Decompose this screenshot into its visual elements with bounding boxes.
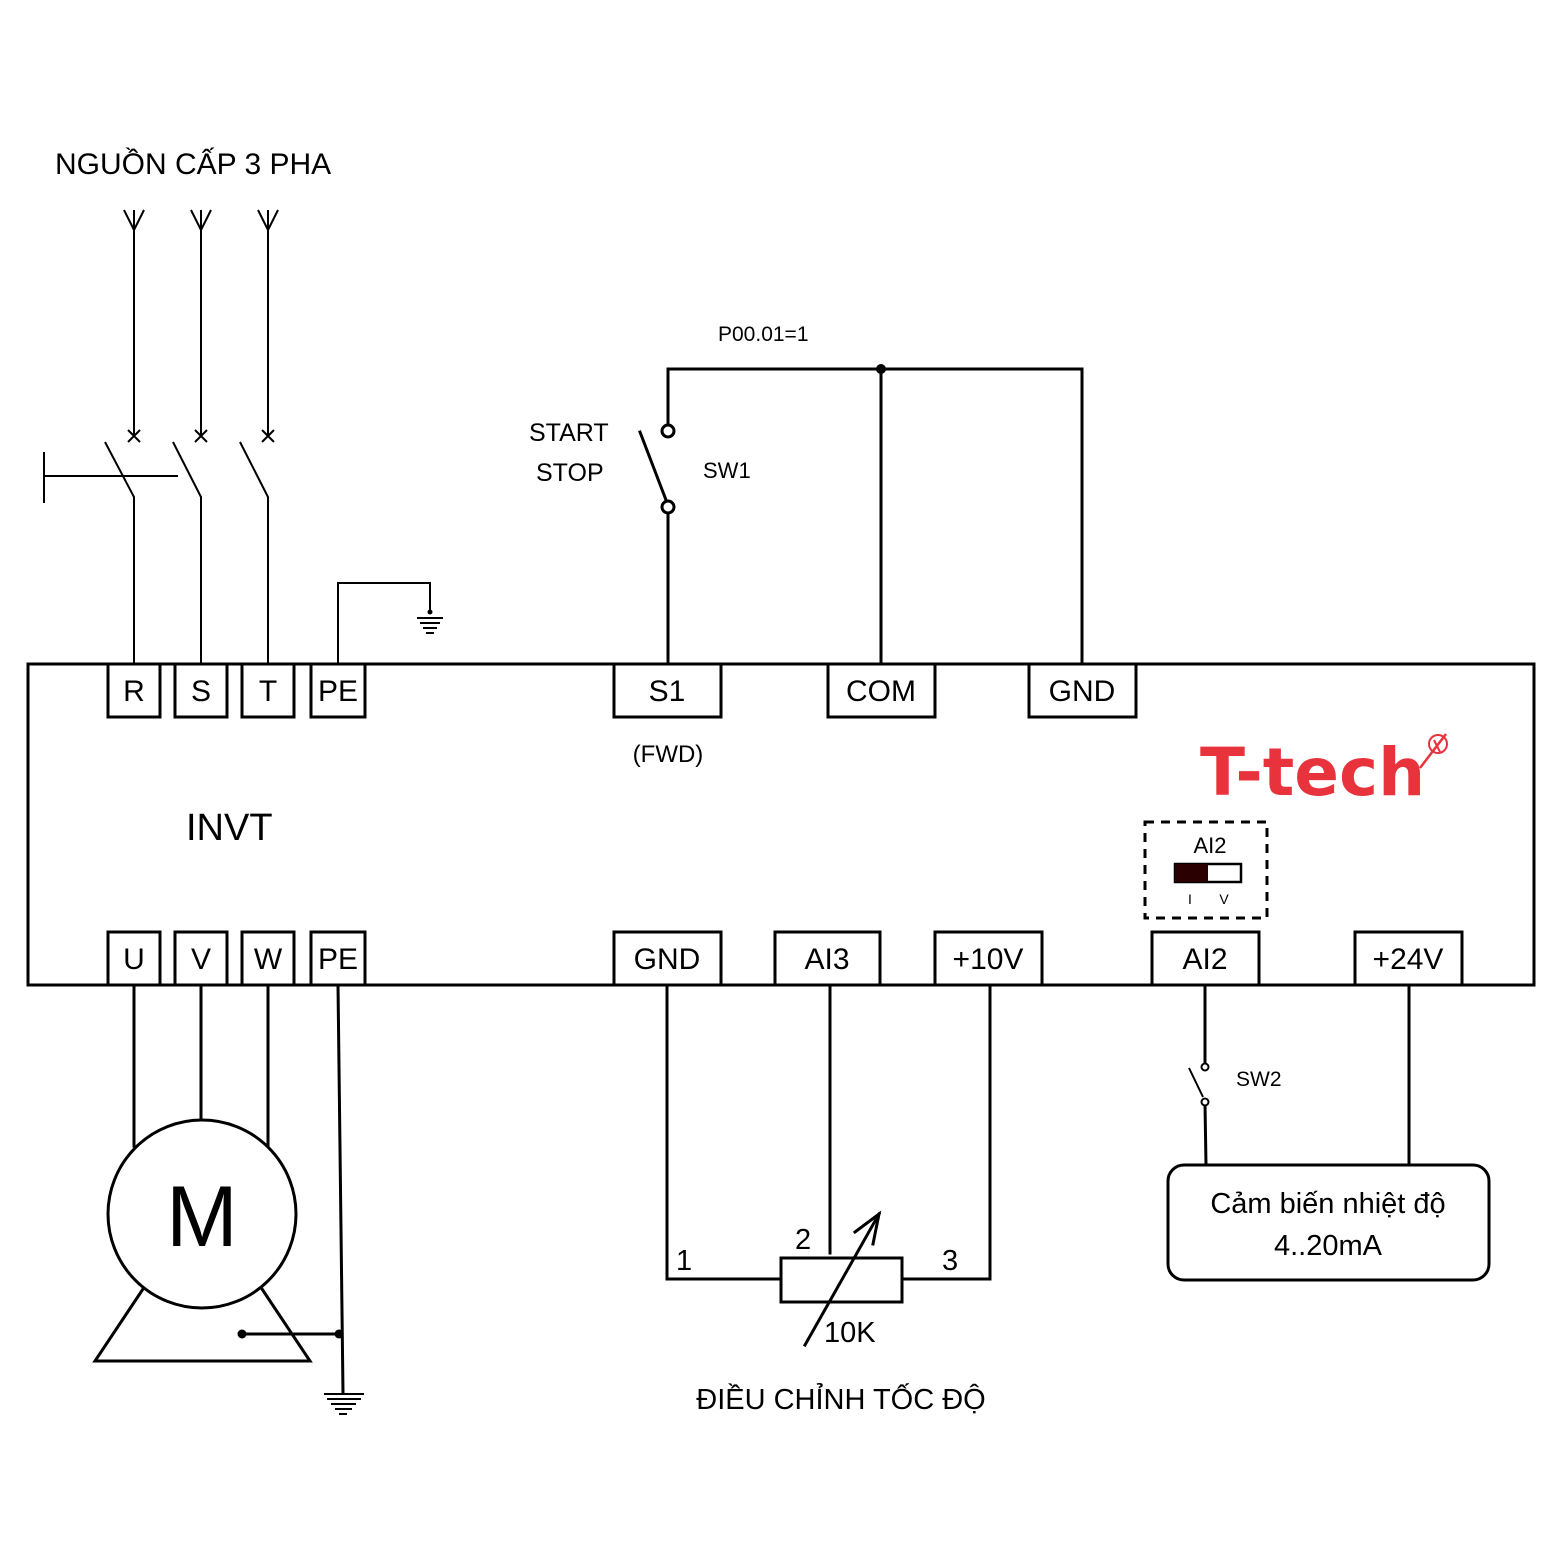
s1-fwd-note: (FWD) [633, 741, 704, 768]
terminal-pe-bottom: PE [309, 930, 367, 987]
junction-dot [876, 364, 886, 374]
pot-pin-3: 3 [942, 1245, 958, 1277]
svg-text:+24V: +24V [1373, 943, 1444, 976]
temperature-sensor: Cảm biến nhiệt độ 4..20mA [1166, 1163, 1491, 1282]
svg-text:AI2: AI2 [1182, 943, 1227, 976]
svg-text:COM: COM [846, 675, 916, 708]
t-tech-logo: T-tech [1200, 733, 1448, 811]
three-phase-supply [123, 209, 279, 443]
svg-text:U: U [123, 943, 145, 976]
terminal-v: V [173, 930, 229, 987]
speed-adjust-caption: ĐIỀU CHỈNH TỐC ĐỘ [696, 1382, 985, 1416]
svg-text:T-tech: T-tech [1200, 734, 1425, 811]
terminal-u: U [106, 930, 162, 987]
ai2-switch-title: AI2 [1193, 833, 1226, 858]
power-supply-title: NGUỒN CẤP 3 PHA [55, 147, 331, 181]
svg-text:T: T [259, 675, 277, 708]
svg-text:PE: PE [318, 675, 358, 708]
terminal-ai2: AI2 [1150, 930, 1261, 987]
logo-compass-icon [1419, 733, 1448, 769]
terminal-pe-top: PE [309, 662, 367, 719]
terminal-s: S [173, 662, 229, 719]
svg-text:GND: GND [1049, 675, 1116, 708]
sensor-range: 4..20mA [1274, 1230, 1383, 1262]
terminal-24v: +24V [1353, 930, 1464, 987]
svg-text:AI3: AI3 [804, 943, 849, 976]
terminal-w: W [240, 930, 296, 987]
svg-text:S1: S1 [649, 675, 686, 708]
pot-pin-1: 1 [676, 1245, 692, 1277]
terminal-com: COM [826, 662, 937, 719]
svg-text:+10V: +10V [953, 943, 1024, 976]
terminal-10v: +10V [933, 930, 1044, 987]
svg-text:PE: PE [318, 943, 358, 976]
ai2-dip-switch: AI2 I V [1143, 820, 1269, 920]
ai2-switch-slider-i [1175, 864, 1208, 882]
pe-ground-bottom [324, 983, 364, 1415]
motor: M [92, 983, 344, 1363]
stop-label: STOP [536, 459, 604, 487]
ai2-option-v: V [1219, 891, 1229, 907]
svg-text:R: R [123, 675, 145, 708]
ai2-option-i: I [1188, 891, 1192, 907]
bottom-terminals: U V W PE GND AI3 +10V AI2 +24V [106, 930, 1464, 987]
svg-text:V: V [191, 943, 211, 976]
inverter-brand-label: INVT [186, 807, 273, 849]
potentiometer-wiring [665, 983, 992, 1281]
sw2-label: SW2 [1236, 1068, 1282, 1091]
pe-ground-top [337, 582, 443, 665]
control-wiring [666, 364, 1084, 666]
potentiometer [779, 1210, 904, 1348]
supply-line-t [257, 209, 279, 443]
sensor-wiring [1203, 983, 1411, 1167]
sw2-switch [1188, 1062, 1210, 1107]
motor-label: M [166, 1169, 238, 1265]
terminal-r: R [106, 662, 162, 719]
svg-text:W: W [254, 943, 283, 976]
supply-line-r [123, 209, 145, 443]
pot-value: 10K [824, 1317, 876, 1349]
parameter-label: P00.01=1 [718, 323, 809, 346]
terminal-ai3: AI3 [773, 930, 882, 987]
top-terminals: R S T PE S1 COM GND [106, 662, 1138, 719]
terminal-gnd-bottom: GND [612, 930, 723, 987]
supply-line-s [190, 209, 212, 443]
sw1-switch [638, 423, 676, 515]
sw1-label: SW1 [703, 458, 751, 483]
terminal-gnd-top: GND [1027, 662, 1138, 719]
svg-text:S: S [191, 675, 211, 708]
circuit-breaker [43, 441, 269, 665]
sensor-name: Cảm biến nhiệt độ [1210, 1188, 1445, 1220]
terminal-s1: S1 [612, 662, 723, 719]
start-label: START [529, 419, 609, 447]
terminal-t: T [240, 662, 296, 719]
svg-text:GND: GND [634, 943, 701, 976]
pot-pin-2: 2 [795, 1224, 811, 1256]
